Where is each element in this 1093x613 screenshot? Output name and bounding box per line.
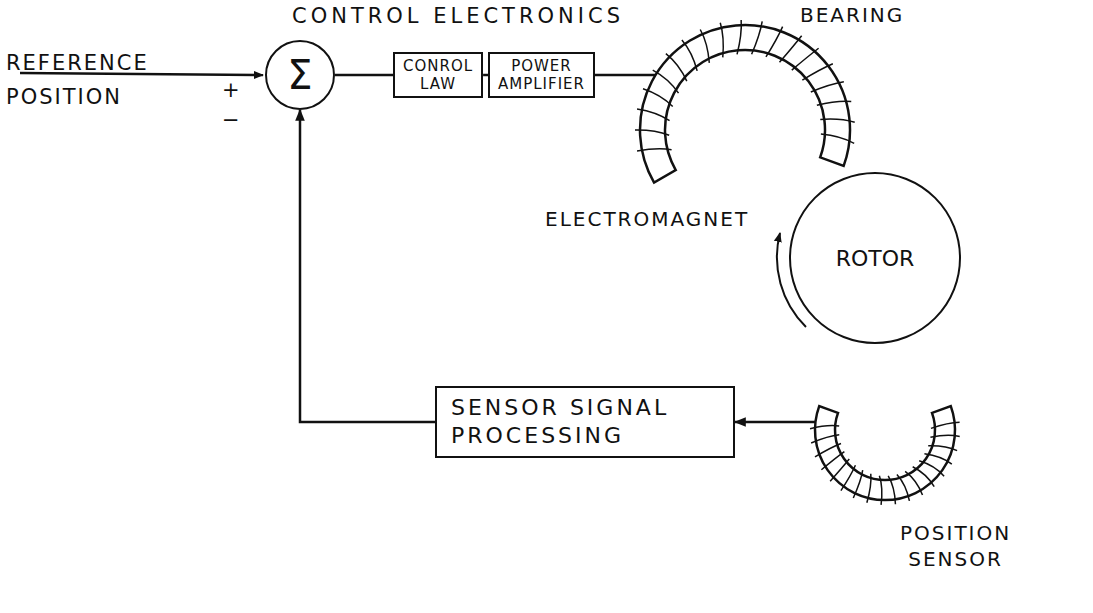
- reference-label: REFERENCE POSITION: [6, 46, 149, 114]
- minus-sign: −: [222, 108, 242, 132]
- coil-winding: [666, 54, 687, 82]
- coil-winding: [930, 435, 959, 437]
- coil-winding: [752, 21, 763, 54]
- coil-winding: [821, 452, 844, 470]
- sensor-processing-box: SENSOR SIGNAL PROCESSING: [435, 386, 735, 458]
- node-text: Σ: [287, 52, 312, 98]
- node-text: CONROL LAW: [403, 57, 473, 93]
- node-text: ELECTROMAGNET: [545, 207, 749, 231]
- coil-winding: [780, 36, 802, 63]
- coil-winding: [841, 465, 856, 490]
- node-text: POSITION SENSOR: [900, 520, 1011, 572]
- coil-winding: [737, 20, 741, 54]
- coil-winding: [792, 48, 819, 70]
- coil-winding: [643, 89, 673, 107]
- electromagnet-yoke: [640, 25, 850, 182]
- coil-winding: [802, 64, 832, 80]
- coil-winding: [720, 23, 723, 58]
- coil-winding: [811, 435, 839, 443]
- coil-winding: [653, 70, 679, 93]
- coil-winding: [897, 474, 910, 500]
- coil-winding: [817, 101, 851, 105]
- coil-winding: [810, 426, 839, 429]
- control-law-box: CONROL LAW: [393, 52, 483, 98]
- sensor-yoke: [815, 406, 955, 500]
- coil-winding: [879, 476, 881, 505]
- coil-winding: [931, 422, 960, 428]
- coil-winding: [888, 476, 895, 504]
- coil-winding: [637, 149, 672, 151]
- rotation-arrow: [777, 233, 806, 327]
- coil-winding: [867, 474, 871, 503]
- electromagnet-core: [635, 20, 855, 182]
- signal-line: [735, 421, 815, 424]
- position-sensor: POSITION SENSOR: [815, 360, 955, 500]
- power-amplifier-box: POWER AMPLIFIER: [488, 52, 595, 98]
- node-text: POWER AMPLIFIER: [498, 57, 585, 93]
- signal-line: [595, 74, 655, 77]
- coil-winding: [821, 134, 854, 143]
- coil-winding: [905, 471, 922, 495]
- sensor-core: [810, 406, 960, 505]
- summing-junction: Σ: [265, 40, 335, 110]
- coil-winding: [928, 446, 957, 451]
- coil-winding: [830, 459, 849, 481]
- bearing-electromagnet: BEARINGELECTROMAGNET: [655, 25, 850, 185]
- node-text: SENSOR SIGNAL PROCESSING: [451, 394, 719, 450]
- coil-winding: [815, 443, 841, 456]
- coil-winding: [919, 461, 944, 476]
- signal-line: [335, 74, 393, 77]
- coil-winding: [700, 30, 709, 63]
- coil-winding: [635, 130, 669, 135]
- node-text: ROTOR: [836, 246, 915, 271]
- coil-winding: [766, 27, 783, 57]
- coil-winding: [682, 40, 697, 71]
- node-text: BEARING: [800, 3, 904, 27]
- coil-winding: [924, 454, 951, 464]
- signal-line: [300, 110, 435, 422]
- coil-winding: [853, 470, 862, 498]
- coil-winding: [820, 119, 854, 122]
- coil-winding: [637, 109, 670, 121]
- rotor: ROTOR: [789, 172, 961, 344]
- plus-sign: +: [222, 78, 242, 102]
- coil-winding: [811, 82, 844, 92]
- section-title: CONTROL ELECTRONICS: [292, 4, 624, 28]
- coil-winding: [913, 467, 935, 487]
